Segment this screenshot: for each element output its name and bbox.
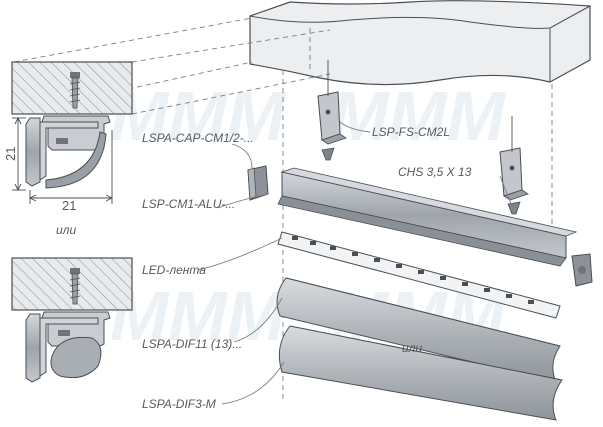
or-separator-right: или — [402, 341, 422, 355]
mounting-surface — [249, 0, 591, 86]
or-separator-left: или — [56, 223, 76, 237]
led-strip — [277, 231, 561, 319]
mounting-clip — [317, 60, 347, 161]
label-diffuser-2: LSPA-DIF3-M — [142, 397, 216, 411]
cross-section-bottom — [11, 257, 133, 383]
leader-lines — [197, 121, 513, 405]
label-end-cap: LSPA-CAP-CM1/2-... — [142, 131, 254, 145]
label-profile: LSP-CM1-ALU-... — [142, 197, 235, 211]
dimension-lines — [12, 116, 114, 204]
svg-text:MMM: MMM — [110, 77, 287, 155]
diffuser-2 — [278, 325, 563, 421]
label-screw: CHS 3,5 X 13 — [398, 165, 472, 179]
svg-text:MMM: MMM — [110, 277, 287, 355]
label-diffuser-1: LSPA-DIF11 (13)... — [142, 337, 242, 351]
mounting-clip — [499, 116, 529, 215]
aluminium-profile — [277, 167, 578, 267]
end-cap — [247, 165, 269, 201]
end-cap-right — [571, 253, 593, 287]
label-mounting-clip: LSP-FS-CM2L — [372, 125, 450, 139]
height-dimension: 21 — [3, 147, 18, 161]
screw-icon — [69, 268, 81, 305]
screw-icon — [69, 72, 81, 109]
width-dimension: 21 — [62, 198, 76, 213]
cross-section-top — [11, 61, 133, 189]
label-led-strip: LED-лента — [142, 263, 206, 277]
svg-text:MMM: MMM — [330, 77, 507, 155]
